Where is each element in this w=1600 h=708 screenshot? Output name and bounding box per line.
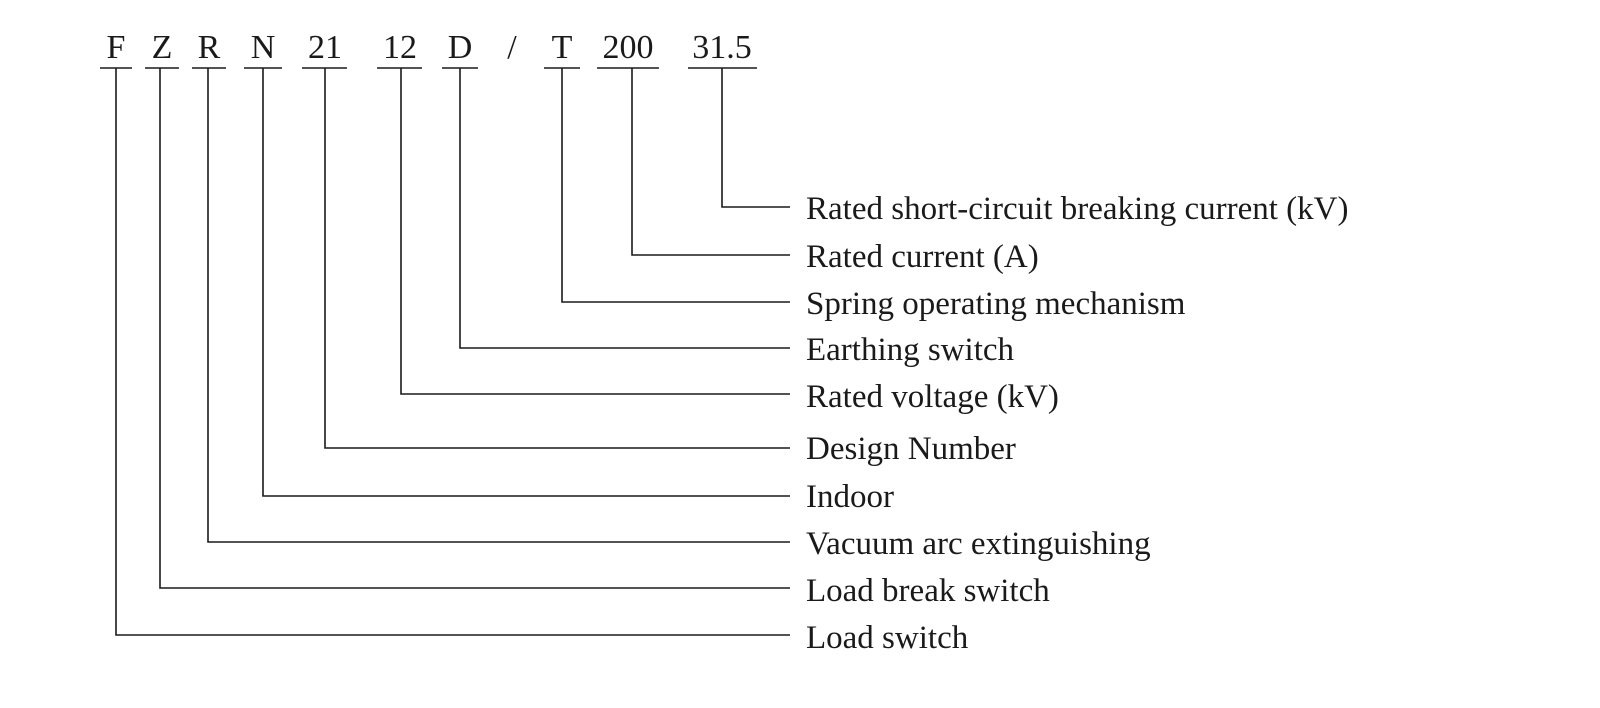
code-part-r: R [198, 29, 221, 66]
label-design-number: Design Number [806, 431, 1016, 467]
code-part-t: T [552, 29, 573, 66]
label-rated-short-circuit-breaking-current: Rated short-circuit breaking current (kV… [806, 191, 1348, 227]
label-spring-operating-mechanism: Spring operating mechanism [806, 286, 1186, 322]
leader-r [207, 68, 790, 543]
code-part-f: F [107, 29, 126, 66]
leader-lines [115, 68, 790, 636]
code-part-31-5: 31.5 [692, 29, 752, 66]
code-part-z: Z [152, 29, 173, 66]
label-vacuum-arc-extinguishing: Vacuum arc extinguishing [806, 526, 1151, 562]
code-separator: / [507, 29, 517, 66]
label-load-switch: Load switch [806, 620, 969, 656]
leader-200 [631, 68, 790, 256]
code-part-n: N [251, 29, 276, 66]
label-earthing-switch: Earthing switch [806, 332, 1015, 368]
code-part-200: 200 [603, 29, 654, 66]
leader-12 [400, 68, 790, 395]
leader-t [561, 68, 790, 303]
label-load-break-switch: Load break switch [806, 573, 1050, 609]
label-indoor: Indoor [806, 479, 894, 515]
code-part-d: D [448, 29, 473, 66]
code-part-12: 12 [383, 29, 417, 66]
label-rated-current: Rated current (A) [806, 239, 1039, 275]
leader-z [159, 68, 790, 589]
label-rated-voltage: Rated voltage (kV) [806, 379, 1059, 415]
leader-d [459, 68, 790, 349]
leader-n [262, 68, 790, 497]
leader-31-5 [721, 68, 790, 208]
leader-21 [324, 68, 790, 449]
leader-f [115, 68, 790, 636]
code-part-21: 21 [308, 29, 342, 66]
